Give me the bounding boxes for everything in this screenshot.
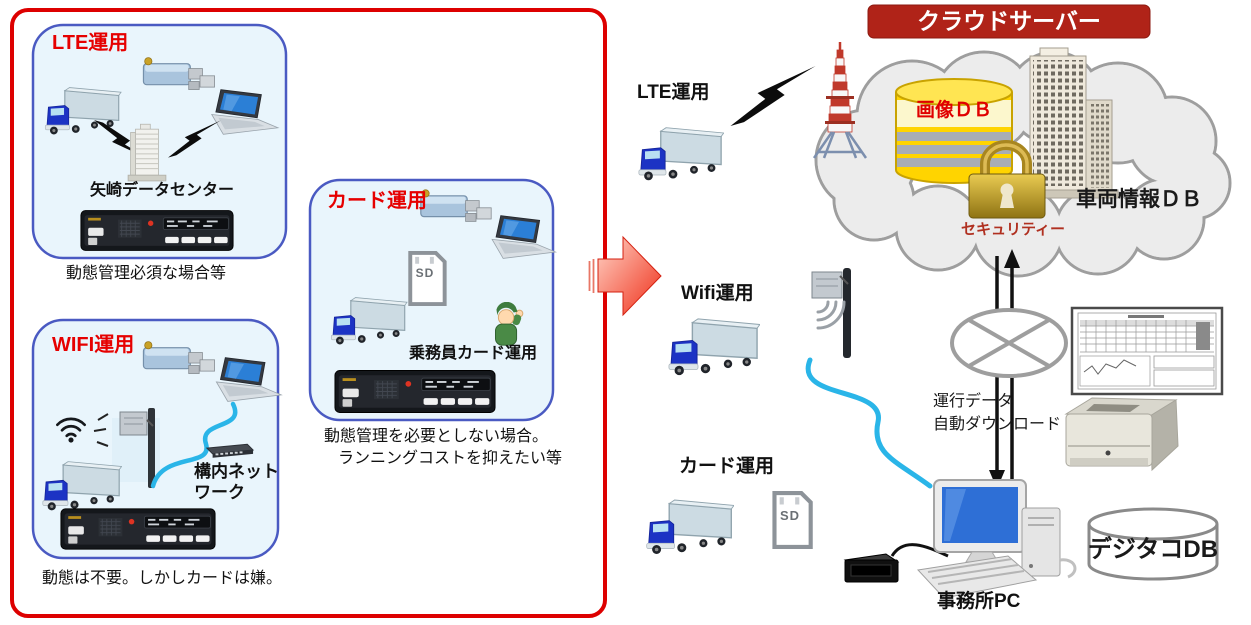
lte-box-title: LTE運用 (52, 32, 129, 54)
card-box-title: カード運用 (327, 190, 427, 212)
wifi-mode-label: Wifi運用 (681, 283, 754, 304)
tachograph-icon (60, 508, 216, 550)
vehicle-info-db-label: 車両情報ＤＢ (1076, 188, 1202, 211)
access-point-icon (112, 408, 160, 488)
premises-network-label: ワーク (194, 483, 245, 502)
sd-card-label: SD (779, 508, 801, 523)
left-panel-red-border (10, 8, 607, 618)
cloud-server-banner (867, 4, 1151, 39)
office-pc-icon (916, 479, 1077, 599)
image-db-cylinder (895, 78, 1013, 184)
lte-operation-box (31, 23, 288, 260)
security-label: セキュリティー (960, 221, 1066, 238)
wifi-box-title: WIFI運用 (52, 334, 135, 356)
lan-cable (150, 401, 238, 489)
datacenter-label: 矢崎データセンター (89, 182, 234, 199)
crew-card-label: 乗務員カード運用 (409, 345, 538, 362)
card-box-caption: 動態管理を必要としない場合。 (324, 428, 549, 445)
truck-icon (668, 318, 760, 376)
image-db-label: 画像ＤＢ (915, 100, 992, 121)
security-padlock-icon (968, 140, 1046, 219)
digitaco-db-cylinder (1087, 507, 1219, 581)
printer-icon (1064, 397, 1179, 472)
auto-download-label: 運行データ (933, 393, 1014, 410)
skyscraper-icon (1023, 47, 1119, 199)
premises-network-label: 構内ネット (194, 462, 279, 481)
card-mode-label: カード運用 (679, 456, 775, 477)
auto-download-label: 自動ダウンロード (933, 416, 1062, 433)
lan-cable (805, 357, 933, 489)
digitaco-db-label: デジタコDB (1087, 536, 1219, 563)
lightning-bolt-icon (730, 66, 816, 126)
lte-box-caption: 動態管理必須な場合等 (66, 265, 227, 282)
office-pc-label: 事務所PC (937, 591, 1021, 612)
network-ellipse-icon (950, 308, 1068, 378)
sound-dashes (93, 413, 109, 447)
truck-icon (646, 499, 734, 555)
sd-card-label: SD (415, 266, 435, 280)
card-reader-icon (843, 543, 949, 583)
lte-mode-label: LTE運用 (637, 82, 710, 103)
radio-tower-icon (812, 42, 868, 159)
tachograph-icon (80, 210, 234, 251)
truck-icon (638, 127, 724, 181)
access-point-icon (811, 268, 851, 358)
card-box-caption: ランニングコストを抑えたい等 (338, 450, 563, 467)
big-red-arrow-icon (588, 235, 662, 317)
cloud-server-banner-label: クラウドサーバー (917, 8, 1101, 34)
daily-report-icon (1070, 306, 1224, 396)
tachograph-icon (334, 370, 496, 413)
wifi-box-caption: 動態は不要。しかしカードは嫌。 (42, 570, 283, 587)
